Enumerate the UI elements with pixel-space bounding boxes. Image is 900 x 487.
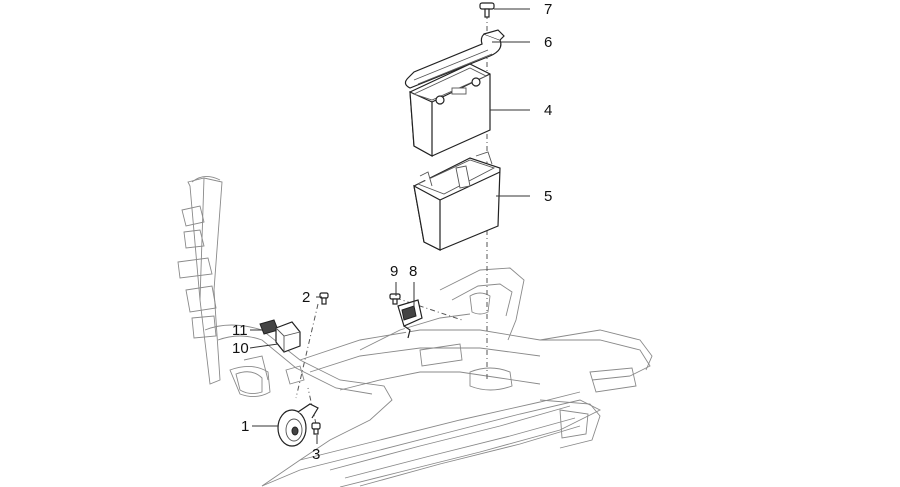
part-relay-10 xyxy=(275,321,301,353)
part-battery-tray-5 xyxy=(413,151,501,251)
part-battery-4 xyxy=(409,63,491,158)
part-horn-1 xyxy=(277,403,319,447)
part-connector-11 xyxy=(259,319,279,335)
leader-lines xyxy=(249,8,530,444)
part-battery-strap-6 xyxy=(404,29,505,89)
part-screw-2 xyxy=(319,292,329,305)
callout-8: 8 xyxy=(409,263,417,280)
scooter-frame xyxy=(177,176,653,487)
callout-11: 11 xyxy=(232,322,248,339)
callout-5: 5 xyxy=(544,188,552,205)
callout-4: 4 xyxy=(544,102,552,119)
callout-6: 6 xyxy=(544,34,552,51)
callout-9: 9 xyxy=(390,263,398,280)
callout-3: 3 xyxy=(312,446,320,463)
part-screw-9 xyxy=(389,293,401,305)
callout-10: 10 xyxy=(232,340,249,357)
part-bolt-3 xyxy=(311,422,321,435)
callout-1: 1 xyxy=(241,418,249,435)
callout-labels: 7 6 4 5 9 8 2 11 10 1 3 xyxy=(232,1,552,463)
part-relay-8 xyxy=(397,299,423,339)
callout-7: 7 xyxy=(544,1,552,18)
part-screw-7 xyxy=(479,2,495,18)
callout-2: 2 xyxy=(302,289,310,306)
